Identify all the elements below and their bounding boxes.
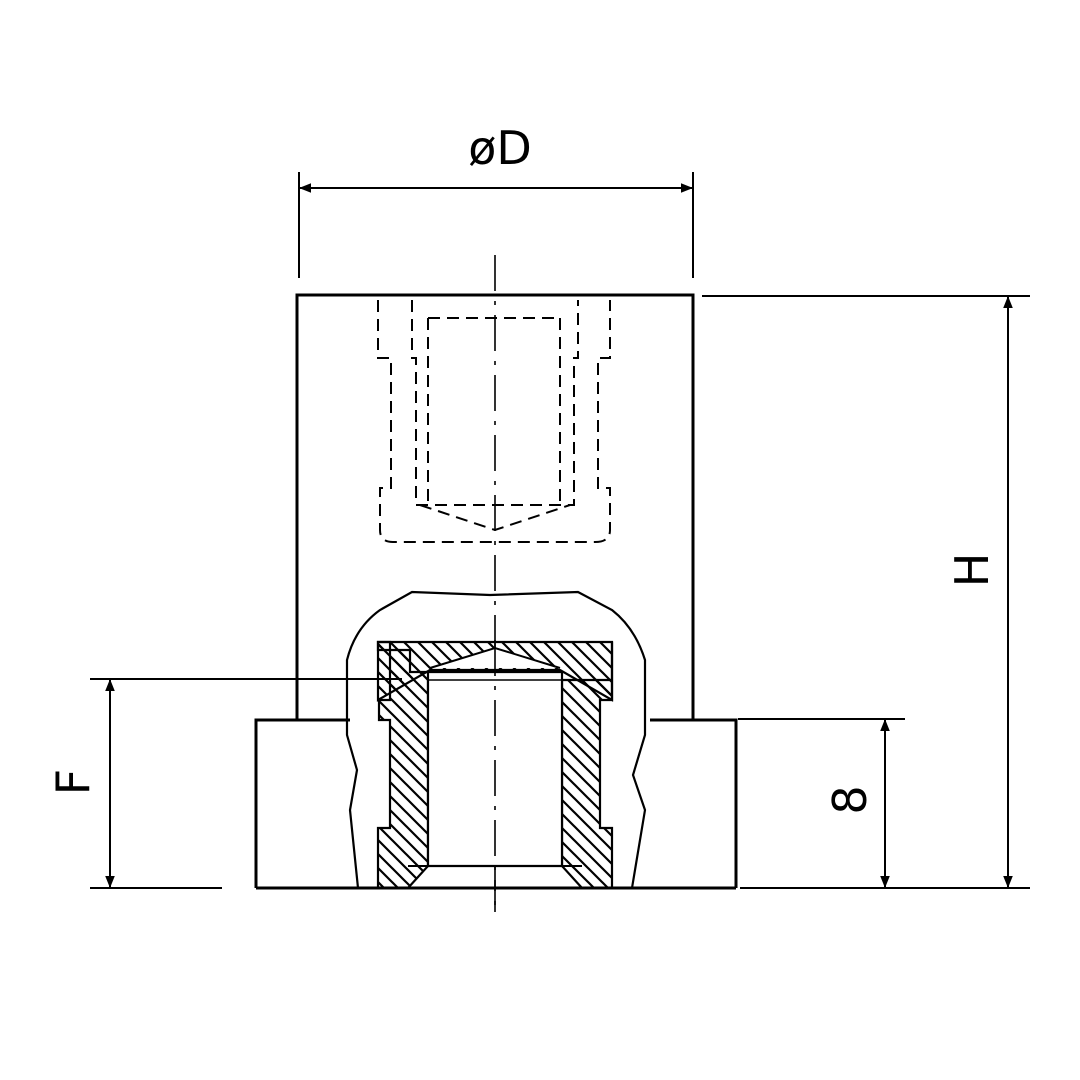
body-outline <box>295 293 695 720</box>
height-label: H <box>945 553 999 588</box>
insert-section-right <box>560 642 614 890</box>
base-flange-right <box>650 718 738 888</box>
base-height-label: 8 <box>823 785 877 814</box>
cavity-outline <box>345 590 647 889</box>
insert-depth-label: F <box>46 769 100 795</box>
diameter-label: øD <box>468 121 532 175</box>
base-flange-left <box>254 718 350 888</box>
dimension-height: H <box>702 295 1030 889</box>
hidden-upper-insert <box>377 300 611 543</box>
dimension-base-height: 8 <box>738 718 905 888</box>
dimension-diameter: øD <box>298 121 694 278</box>
dimension-insert-depth: F <box>46 678 402 889</box>
